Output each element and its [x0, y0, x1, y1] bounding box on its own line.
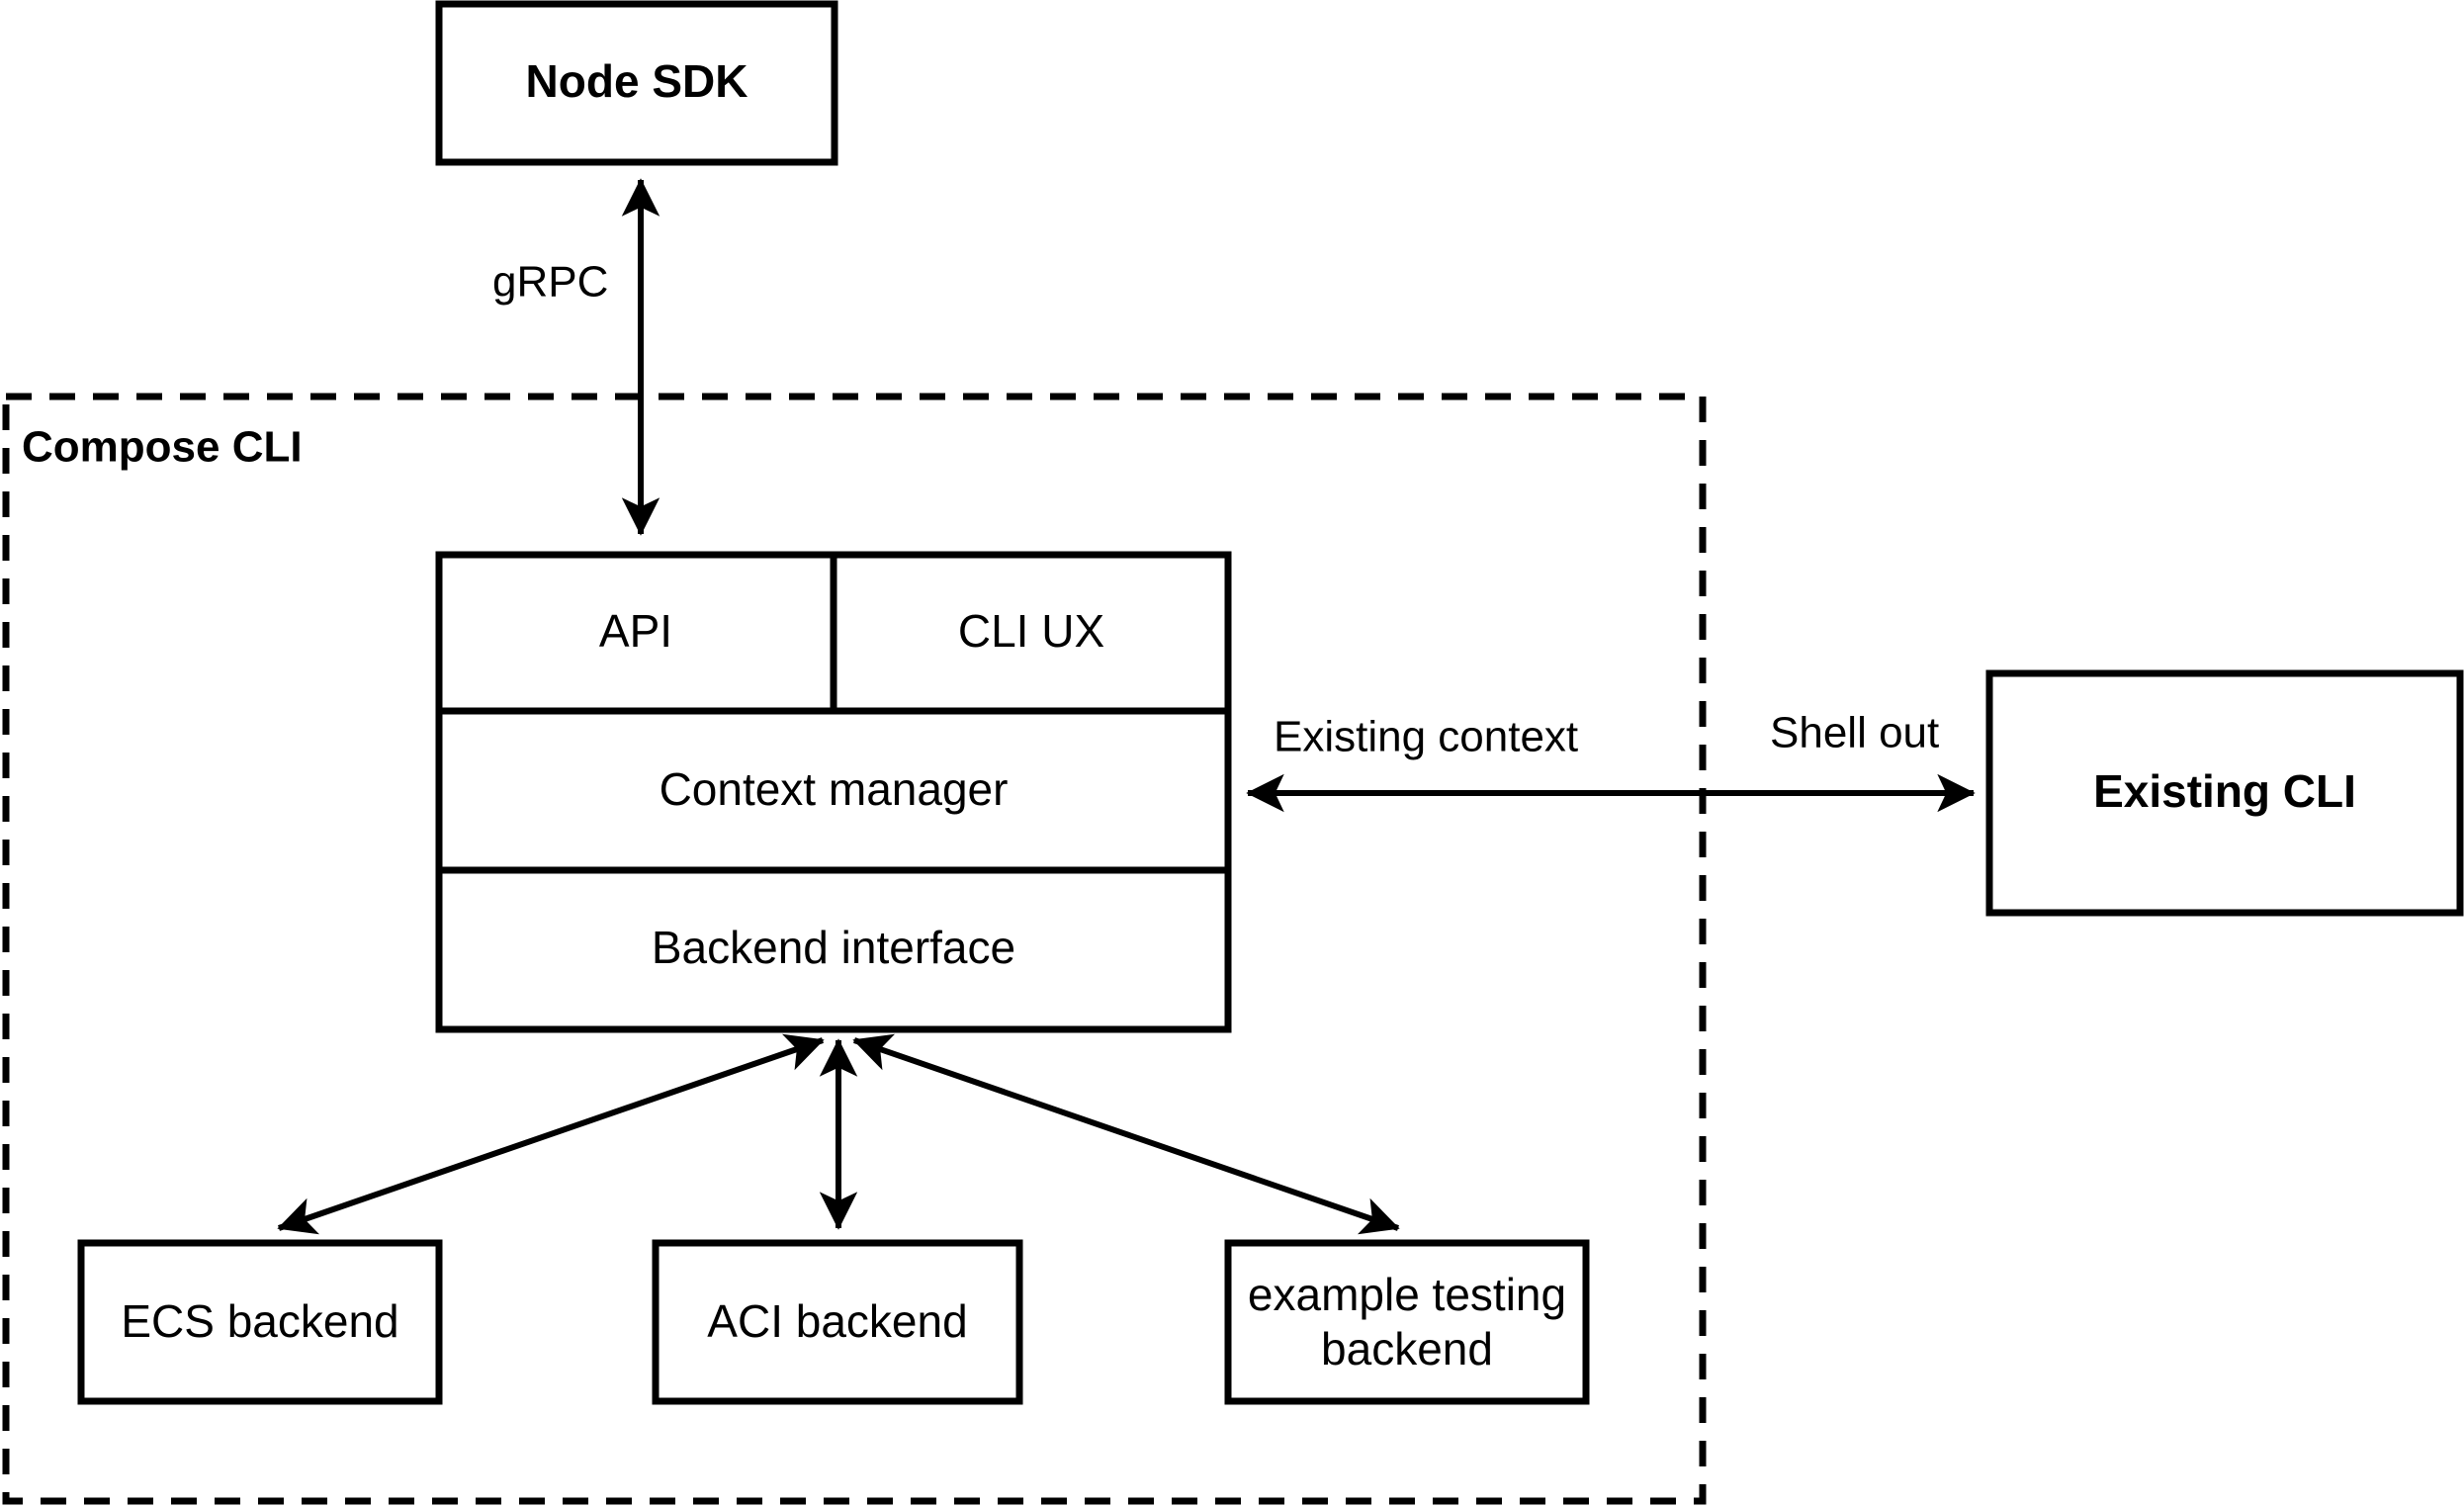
ecs-backend-box[interactable] — [77, 1239, 443, 1405]
example-testing-backend-box[interactable] — [1224, 1239, 1590, 1405]
edge-label-shell-out: Shell out — [1770, 709, 1939, 757]
example-testing-backend-label-line1: example testing — [1248, 1269, 1566, 1320]
edge-label-grpc: gRPC — [492, 258, 608, 307]
api-label: API — [599, 605, 672, 657]
ecs-backend-label: ECS backend — [121, 1295, 398, 1347]
cli-ux-label: CLI UX — [958, 605, 1104, 657]
context-manager-label: Context manager — [660, 763, 1009, 815]
compose-cli-group-label: Compose CLI — [22, 423, 303, 472]
backend-interface-label: Backend interface — [652, 922, 1015, 973]
aci-backend-label: ACI backend — [707, 1295, 967, 1347]
compose-cli-group-border — [2, 393, 1707, 1505]
node-sdk-box[interactable] — [435, 0, 838, 166]
edge-ecs-link — [277, 1033, 825, 1235]
edge-label-existing-context: Existing context — [1274, 713, 1578, 761]
existing-cli-box[interactable] — [1985, 669, 2464, 917]
node-sdk-label: Node SDK — [526, 55, 748, 107]
aci-backend-box[interactable] — [652, 1239, 1023, 1405]
edge-example-link — [852, 1033, 1400, 1235]
existing-cli-label: Existing CLI — [2093, 765, 2356, 817]
example-testing-backend-label-line2: backend — [1321, 1323, 1493, 1374]
